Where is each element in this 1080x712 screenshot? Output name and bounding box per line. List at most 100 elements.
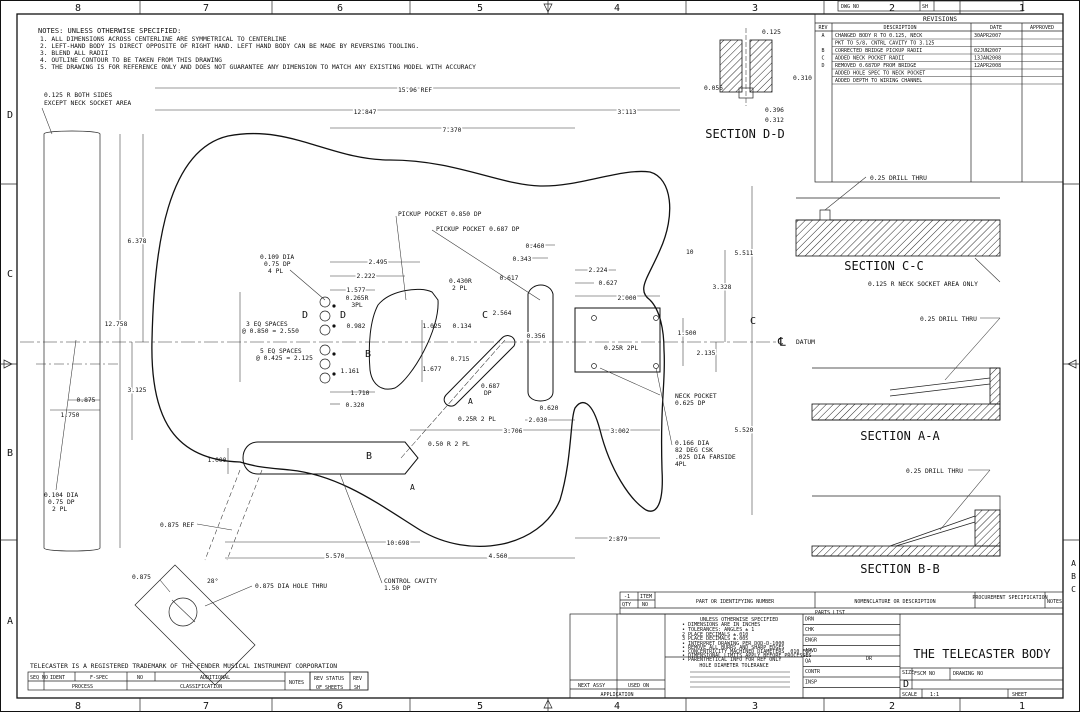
dim-2-135: 2.135 [697,350,716,357]
row-b-right: B [1071,572,1076,581]
callout-dia-166: 0.166 DIA [675,440,709,447]
dim-0-982: 0.982 [347,323,366,330]
dim-3-113: 3.113 [618,109,637,116]
dim-2-879: 2.879 [609,536,628,543]
dim-10-698: 10.698 [387,540,410,547]
revision-rev: B [821,48,824,54]
tol-line-2: • TOLERANCES: ANGLES ± 1 [682,627,754,633]
callout-dia-104: 0.104 DIA [44,492,78,499]
col-8-bottom: 8 [75,701,81,712]
callout-neck-pocket: NECK POCKET [675,393,717,400]
marker-a-1: A [468,397,473,406]
col-f-spec: F-SPEC [90,675,108,681]
dim-2pl: 2 PL [452,285,467,292]
dwg-number-box: DWG NO SH [837,0,1024,12]
parts-list: -1 QTY ITEM NO PART OR IDENTIFYING NUMBE… [619,591,1064,616]
section-cc-note: 0.125 R NECK SOCKET AREA ONLY [868,281,978,288]
row-c-right: C [1071,585,1076,594]
section-dd-title: SECTION D-D [705,127,784,141]
dim-3-125: 3.125 [128,387,147,394]
col-2-bottom: 2 [889,701,895,712]
col-8-top: 8 [75,3,81,14]
col-no: NO [137,675,143,681]
revision-date: 12APR2008 [974,63,1001,69]
row-b-left: B [7,448,13,459]
dim-15-96-ref: 15.96 REF [398,87,432,94]
dwg-no-label: DWG NO [841,4,859,10]
callout-875-ref: 0.875 REF [160,522,194,529]
dim-2-030: 2.030 [529,417,548,424]
pickup-pockets [368,284,554,459]
label-dwg-no: DRAWING NO [953,671,983,677]
parts-notes: NOTES [1047,599,1062,605]
parts-qty: QTY [622,602,631,608]
col-seq-no: SEQ NO [30,675,48,681]
callout-control-cavity: CONTROL CAVITY [384,578,437,585]
callout-dia-104-pl: 2 PL [52,506,67,513]
marker-b-2: B [366,451,372,462]
hole-tolerance-table [690,671,790,688]
dim-5-520: 5.520 [735,427,754,434]
col-4-bottom: 4 [614,701,620,712]
dim-0-875-detail: 0.875 [132,574,151,581]
tol-line-9: • PARENTHETICAL INFO FOR REF ONLY [682,657,781,663]
approval-drn: DRN [805,617,814,623]
detail-view [134,564,256,686]
revisions-title: REVISIONS [923,16,957,23]
dim-0-356: 0.356 [527,333,546,340]
callout-dia-166-pl: 4PL [675,461,687,468]
dim-0-50r: 0.50 R 2 PL [428,441,470,448]
section-dd-dim-5: 0.312 [765,117,784,124]
dim-5-511: 5.511 [735,250,754,257]
section-cc-drill: 0.25 DRILL THRU [870,175,927,182]
callout-eq-5b: @ 0.425 = 2.125 [256,355,313,362]
approval-contr: CONTR [805,669,821,675]
callout-dia-109-dp: 0.75 DP [264,261,291,268]
revision-desc: PKT TO 5/8, CNTRL CAVITY TO 3.125 [835,41,934,47]
revisions-table: REVISIONS REV DESCRIPTION DATE APPROVED … [814,13,1064,183]
rev-col-rev: REV [818,25,827,31]
dim-1-710: 1.710 [351,390,370,397]
dim-0-875: 0.875 [77,397,96,404]
general-notes: NOTES: UNLESS OTHERWISE SPECIFIED: 1. AL… [38,27,476,71]
revision-desc: CHANGED BODY R TO 0.125, NECK [835,33,922,39]
section-bb-drill: 0.25 DRILL THRU [906,468,963,475]
dim-0-460: 0.460 [526,243,545,250]
body-outline [151,132,671,547]
dimension-lines [50,87,753,559]
hole-tolerance-title: HOLE DIAMETER TOLERANCE [699,663,768,669]
col-3-bottom: 3 [752,701,758,712]
label-fscm: FSCM NO [914,671,935,677]
marker-d-left: D [302,310,308,321]
rev-col-desc: DESCRIPTION [883,25,916,31]
label-rev-status: REV STATUS [314,676,344,682]
tol-line-3: 2 PLACE DECIMALS ±.010 [682,632,748,638]
col-5-top: 5 [477,3,483,14]
col-4-top: 4 [614,3,620,14]
rev-col-date: DATE [990,25,1002,31]
note-5: 5. THE DRAWING IS FOR REFERENCE ONLY AND… [40,64,476,71]
dim-2-224: 2.224 [589,267,608,274]
control-cavity [204,441,419,561]
section-bb-title: SECTION B-B [860,562,939,576]
section-dd-dim-4: 0.396 [765,107,784,114]
revision-date: 02JUN2007 [974,48,1001,54]
tol-line-8: • DIMENSIONAL LIMITS APPLY BEFORE PROCES… [682,653,811,659]
dim-4-560: 4.560 [489,553,508,560]
app-label: APPLICATION [600,692,633,698]
tol-line-6: • REMOVE ALL BURRS AND SHARP EDGES [682,645,784,651]
dim-0-687: 0.687 [481,383,500,390]
dim-1-161: 1.161 [341,368,360,375]
app-next-assy: NEXT ASSY [578,683,605,689]
dimension-texts: 15.96 REF 12.847 3.113 7.370 6.378 12.75… [61,86,756,586]
label-rev-left: REV [353,676,362,682]
revision-rev: C [821,56,824,62]
scale-value: 1:1 [930,692,939,698]
revision-rev: A [821,33,824,39]
approval-apvd: APVD [805,648,817,654]
col-6-bottom: 6 [337,701,343,712]
tol-line-0: UNLESS OTHERWISE SPECIFIED [700,617,778,623]
label-size: SIZE [902,670,914,676]
col-6-top: 6 [337,3,343,14]
